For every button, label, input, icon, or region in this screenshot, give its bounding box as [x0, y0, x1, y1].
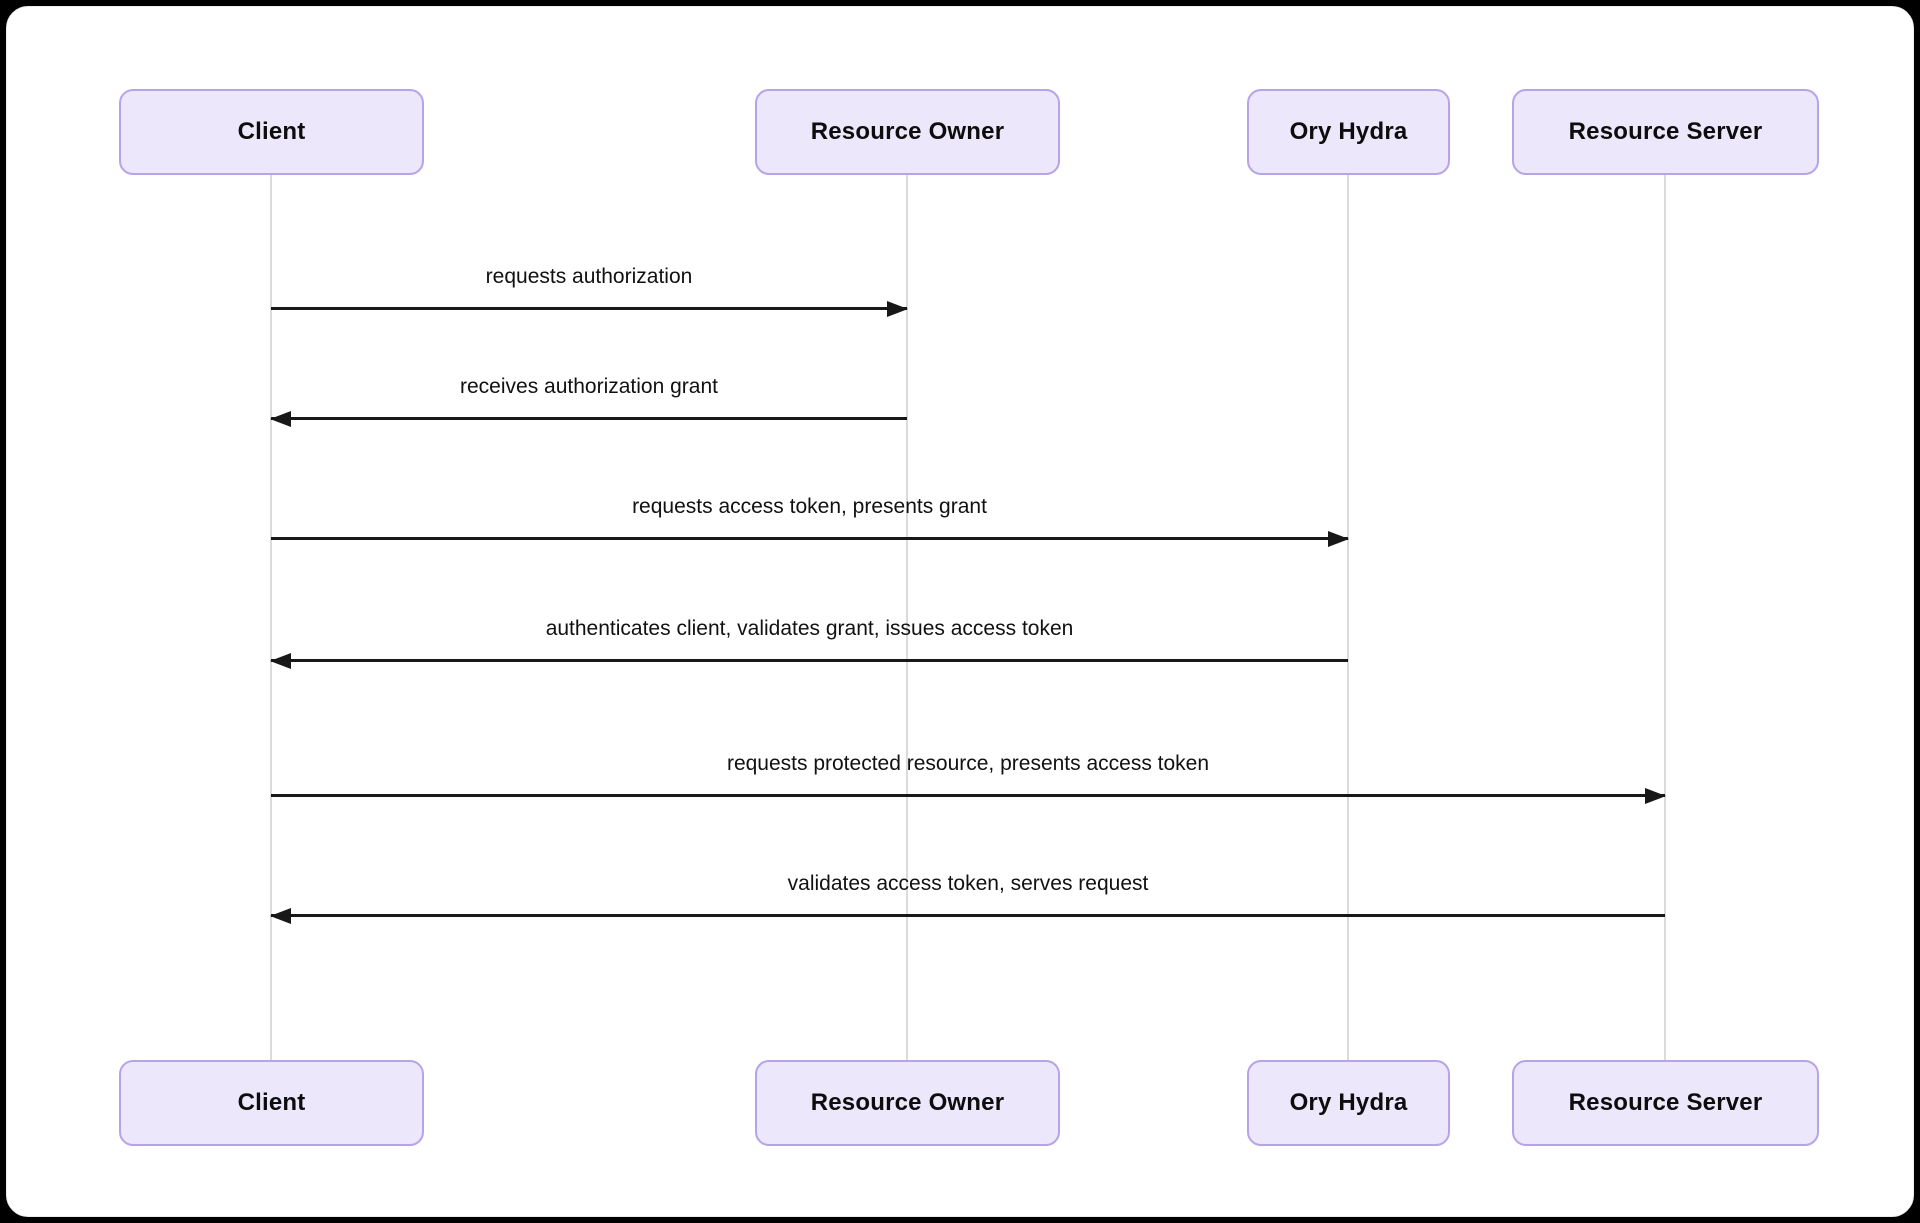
actor-label-ory-hydra: Ory Hydra [1289, 118, 1408, 145]
actor-label-resource-owner: Resource Owner [810, 1089, 1005, 1116]
message-arrow-right [271, 530, 1349, 547]
actor-box-client-top: Client [119, 89, 424, 175]
arrowhead-right-icon [1645, 787, 1666, 804]
actor-box-resource-server-top: Resource Server [1512, 89, 1819, 175]
lifeline-ory-hydra [1347, 175, 1349, 1060]
lifeline-resource-owner [906, 175, 908, 1060]
actor-label-ory-hydra: Ory Hydra [1289, 1089, 1408, 1116]
message-label: authenticates client, validates grant, i… [545, 617, 1074, 640]
actor-label-client: Client [237, 1089, 306, 1116]
arrowhead-right-icon [887, 300, 908, 317]
message-arrow-left [270, 907, 1665, 924]
arrowhead-left-icon [270, 907, 291, 924]
actor-box-resource-owner-bottom: Resource Owner [755, 1060, 1060, 1146]
actor-box-resource-owner-top: Resource Owner [755, 89, 1060, 175]
message-arrow-right [271, 300, 908, 317]
message-label: requests authorization [485, 265, 693, 288]
message-label: requests access token, presents grant [632, 495, 987, 518]
actor-label-client: Client [237, 118, 306, 145]
arrowhead-left-icon [270, 652, 291, 669]
lifeline-resource-server [1664, 175, 1666, 1060]
actor-label-resource-server: Resource Server [1568, 118, 1763, 145]
lifeline-client [270, 175, 272, 1060]
diagram-panel: Client Resource Owner Ory Hydra Resource… [6, 6, 1914, 1217]
message-authenticates-client: authenticates client, validates grant, i… [270, 614, 1348, 669]
message-requests-access-token: requests access token, presents grant [271, 492, 1349, 547]
actor-label-resource-server: Resource Server [1568, 1089, 1763, 1116]
message-label: validates access token, serves request [787, 872, 1149, 895]
message-requests-authorization: requests authorization [271, 262, 908, 317]
arrowhead-left-icon [270, 410, 291, 427]
message-arrow-right [271, 787, 1666, 804]
message-label: requests protected resource, presents ac… [726, 752, 1210, 775]
message-arrow-left [270, 652, 1348, 669]
actor-box-ory-hydra-top: Ory Hydra [1247, 89, 1450, 175]
actor-label-resource-owner: Resource Owner [810, 118, 1005, 145]
arrowhead-right-icon [1328, 530, 1349, 547]
message-label: receives authorization grant [460, 375, 718, 398]
actor-box-resource-server-bottom: Resource Server [1512, 1060, 1819, 1146]
message-validates-access-token: validates access token, serves request [270, 869, 1665, 924]
message-receives-authorization-grant: receives authorization grant [270, 372, 907, 427]
actor-box-ory-hydra-bottom: Ory Hydra [1247, 1060, 1450, 1146]
message-requests-protected-resource: requests protected resource, presents ac… [271, 749, 1666, 804]
message-arrow-left [270, 410, 907, 427]
actor-box-client-bottom: Client [119, 1060, 424, 1146]
